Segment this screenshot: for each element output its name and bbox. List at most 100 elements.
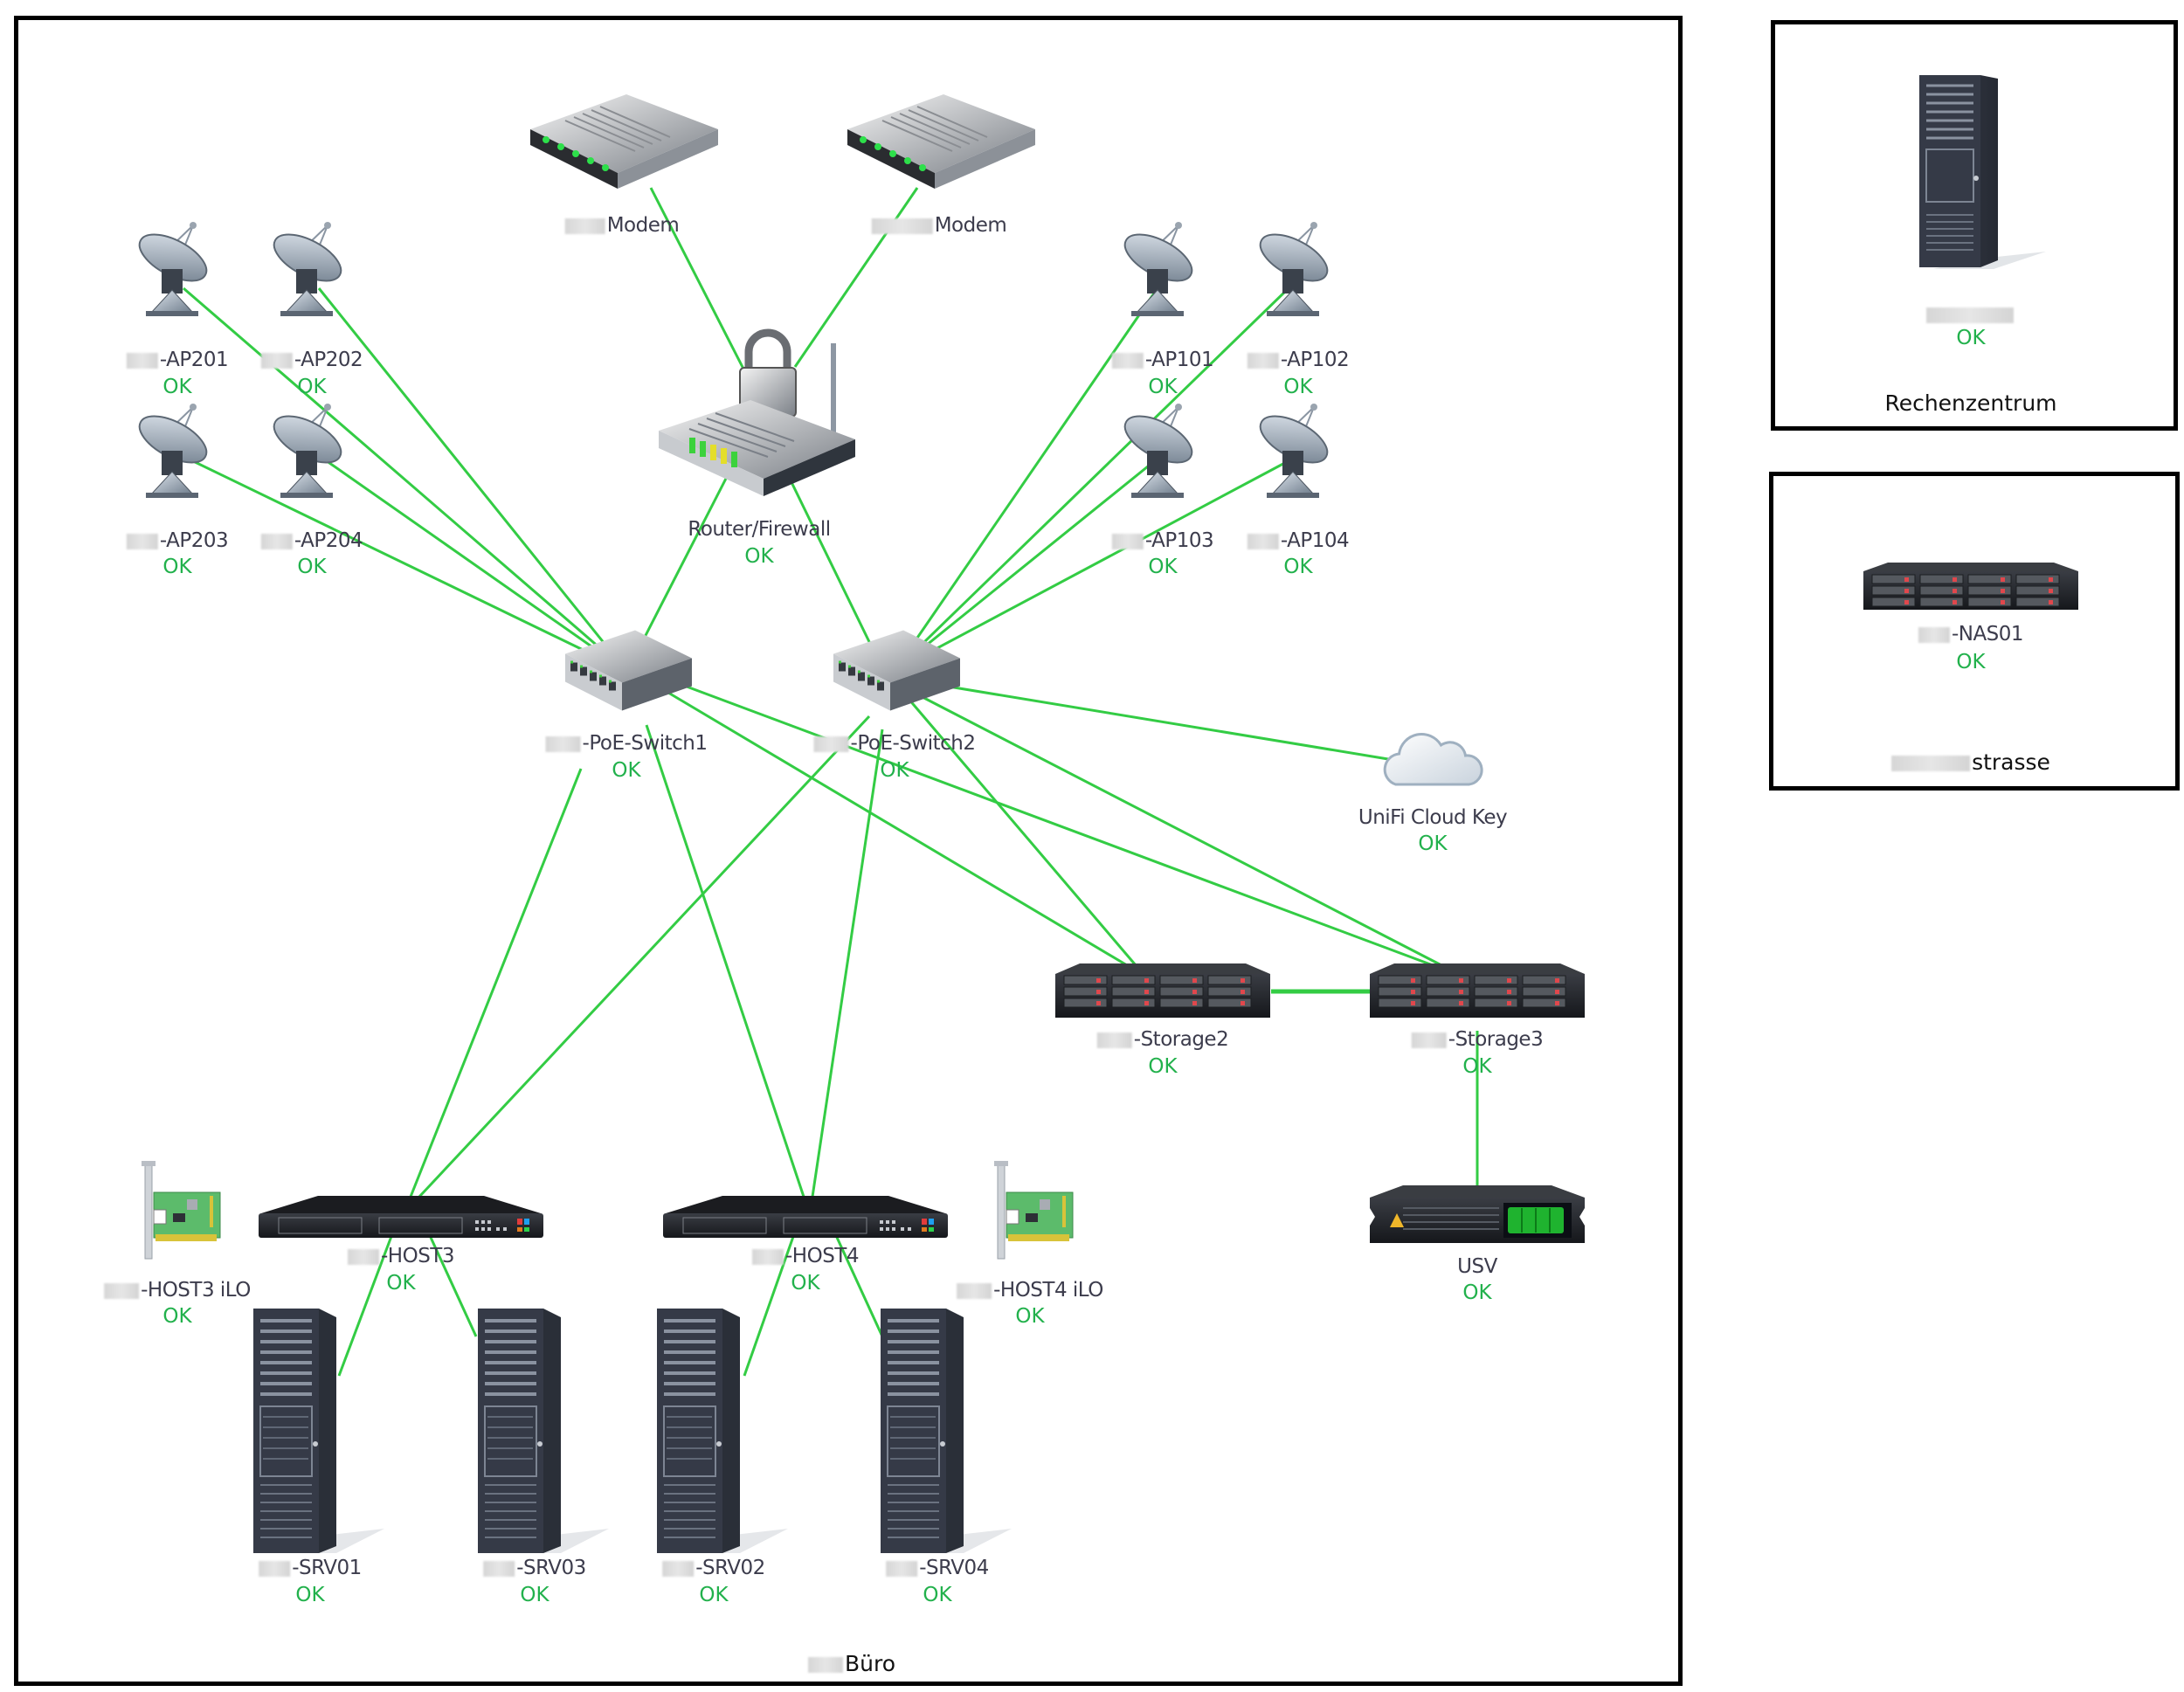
cloud-icon [1383, 733, 1483, 786]
redacted-text [1111, 352, 1144, 369]
area-rechenzentrum-title: Rechenzentrum [1884, 390, 2057, 416]
satellite-dish-icon [273, 404, 342, 498]
host-3-ilo[interactable] [129, 1159, 225, 1267]
ap-101[interactable] [1119, 218, 1206, 327]
host-3-status: OK [386, 1272, 416, 1295]
ap-202[interactable] [268, 218, 356, 327]
storage-array-icon [1863, 563, 2078, 610]
network-card-icon [142, 1161, 221, 1260]
usv[interactable] [1368, 1184, 1586, 1248]
ap-103[interactable] [1119, 400, 1206, 508]
srv-04[interactable] [859, 1300, 1016, 1565]
redacted-text [1247, 533, 1279, 549]
satellite-dish-icon [138, 404, 208, 498]
tower-server-icon [478, 1309, 609, 1553]
ap-104-status: OK [1283, 556, 1313, 578]
redacted-text [1247, 352, 1279, 369]
srv-02-label: -SRV02 [662, 1556, 765, 1580]
area-strasse-title: strasse [1891, 749, 2050, 776]
modem-icon [847, 94, 1035, 189]
ap-201[interactable] [134, 218, 221, 327]
modem-2[interactable] [839, 86, 1040, 194]
router-firewall[interactable] [654, 317, 864, 504]
redacted-text [1918, 626, 1950, 643]
srv-01-label: -SRV01 [259, 1556, 362, 1580]
ap-102[interactable] [1254, 218, 1342, 327]
tower-server-icon [881, 1309, 1012, 1553]
srv-03-label: -SRV03 [483, 1556, 586, 1580]
storage-array-icon [1370, 963, 1585, 1018]
host-3-ilo-label: -HOST3 iLO [104, 1278, 251, 1302]
redacted-text [1926, 307, 2014, 323]
srv-01-status: OK [295, 1584, 325, 1606]
nas01-status: OK [1956, 651, 1986, 673]
poe-switch-1-label: -PoE-Switch1 [545, 731, 708, 756]
network-switch-icon [833, 630, 960, 711]
ap-103-label: -AP103 [1111, 528, 1214, 553]
poe-switch-1[interactable] [556, 624, 696, 719]
unifi-cloud-key-status: OK [1418, 832, 1448, 855]
poe-switch-2[interactable] [825, 624, 964, 719]
nas01-label: -NAS01 [1918, 622, 2024, 646]
host-4-ilo[interactable] [982, 1159, 1078, 1267]
ap-104[interactable] [1254, 400, 1342, 508]
redacted-text [662, 1560, 695, 1577]
redacted-text [1096, 1032, 1132, 1048]
satellite-dish-icon [1259, 404, 1329, 498]
rack-server-icon [663, 1196, 948, 1238]
satellite-dish-icon [138, 222, 208, 316]
nas01[interactable] [1862, 561, 2080, 615]
srv-04-label: -SRV04 [886, 1556, 989, 1580]
ap-201-label: -AP201 [126, 348, 229, 372]
satellite-dish-icon [1259, 222, 1329, 316]
modem-icon [530, 94, 718, 189]
redacted-text [957, 1282, 992, 1299]
storage-array-icon [1055, 963, 1270, 1018]
redacted-text [1411, 1032, 1447, 1048]
storage-3-label: -Storage3 [1411, 1027, 1544, 1052]
modem-2-label: Modem [871, 213, 1007, 238]
srv-02-status: OK [699, 1584, 729, 1606]
redacted-text [260, 352, 293, 369]
tower-server-icon [253, 1309, 384, 1553]
srv-03[interactable] [456, 1300, 613, 1565]
storage-3-status: OK [1462, 1055, 1492, 1078]
redacted-text [260, 533, 293, 549]
host-3-ilo-status: OK [162, 1305, 192, 1328]
redacted-text [752, 1248, 784, 1265]
unifi-cloud-key[interactable] [1379, 730, 1488, 795]
redacted-text [126, 352, 158, 369]
rechenzentrum-server-status: OK [1956, 327, 1986, 349]
ap-201-status: OK [162, 376, 192, 398]
ap-203[interactable] [134, 400, 221, 508]
redacted-text [545, 736, 581, 752]
host-3-label: -HOST3 [348, 1244, 454, 1268]
unifi-cloud-key-label: UniFi Cloud Key [1358, 806, 1508, 829]
rechenzentrum-server[interactable] [1897, 66, 2055, 280]
redacted-text [871, 218, 933, 234]
host-4-ilo-status: OK [1015, 1305, 1045, 1328]
ap-102-label: -AP102 [1247, 348, 1350, 372]
router-firewall-status: OK [744, 545, 774, 568]
host-4[interactable] [661, 1194, 950, 1243]
ap-204-status: OK [297, 556, 327, 578]
host-4-label: -HOST4 [752, 1244, 859, 1268]
srv-02[interactable] [635, 1300, 792, 1565]
area-strasse [1769, 472, 2180, 791]
ap-102-status: OK [1283, 376, 1313, 398]
storage-3[interactable] [1368, 962, 1586, 1023]
srv-04-status: OK [923, 1584, 952, 1606]
modem-1[interactable] [522, 86, 722, 194]
tower-server-icon [1919, 75, 2046, 269]
rack-server-icon [259, 1196, 543, 1238]
host-4-status: OK [791, 1272, 820, 1295]
host-3[interactable] [257, 1194, 545, 1243]
redacted-text [126, 533, 158, 549]
redacted-text [813, 736, 849, 752]
ap-204[interactable] [268, 400, 356, 508]
srv-01[interactable] [232, 1300, 389, 1565]
poe-switch-1-status: OK [612, 759, 641, 782]
ap-101-status: OK [1148, 376, 1178, 398]
redacted-text [886, 1560, 918, 1577]
storage-2[interactable] [1054, 962, 1272, 1023]
